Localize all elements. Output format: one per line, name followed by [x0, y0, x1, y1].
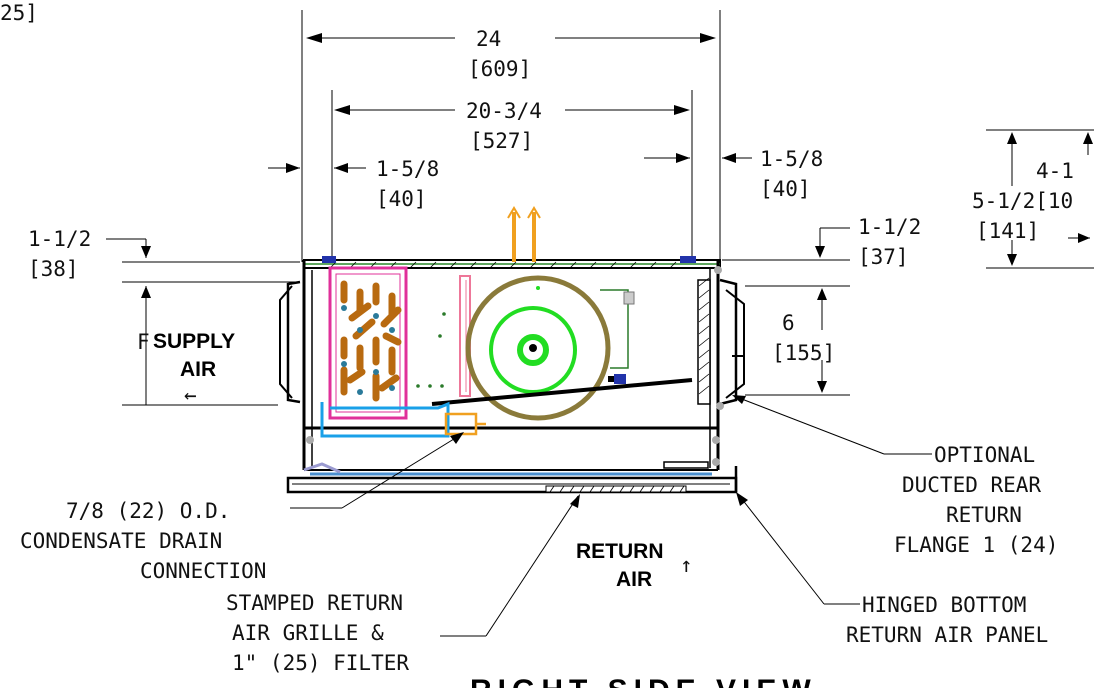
condensate-line-3: CONNECTION	[140, 559, 266, 583]
left-fastener	[322, 256, 336, 263]
blower-strut	[431, 378, 693, 406]
inner-width-mm-text: [527]	[470, 129, 533, 153]
overall-width-dimension: 24 [609]	[301, 10, 721, 262]
condensate-line-2: CONDENSATE DRAIN	[20, 529, 222, 553]
supply-flange	[279, 280, 301, 404]
return-air-arrow: ↑	[680, 553, 693, 577]
right-offset-dimension: 1-5/8 [40]	[644, 147, 823, 201]
supply-marker-text: F	[137, 330, 150, 354]
supply-opening-dimension: F SUPPLY AIR ←	[122, 298, 278, 407]
far-right-a-text: 4-1	[1036, 159, 1074, 183]
grille-line-1: STAMPED RETURN	[226, 591, 403, 615]
grille-callout: STAMPED RETURN AIR GRILLE & 1" (25) FILT…	[226, 494, 580, 675]
left-offset-mm-text: [40]	[376, 187, 427, 211]
grille-line-2: AIR GRILLE &	[232, 621, 384, 645]
return-air-text-2: AIR	[616, 568, 652, 591]
inner-width-dimension: 20-3/4 [527]	[331, 90, 693, 262]
hinged-panel-line-1: HINGED BOTTOM	[862, 593, 1026, 617]
control-tubes	[416, 275, 471, 397]
left-flange-mm-text: [38]	[28, 257, 79, 281]
left-offset-dimension: 1-5/8 [40]	[268, 157, 439, 211]
far-right-dimension: 4-1 5-1/2[10 [141]	[972, 129, 1094, 269]
overall-width-mm-text: [609]	[468, 57, 531, 81]
left-flange-dimension: 1-1/2 [38]	[28, 227, 300, 298]
rear-opening-text: 6	[782, 311, 795, 335]
control-board	[600, 289, 635, 384]
right-offset-text: 1-5/8	[760, 147, 823, 171]
right-offset-mm-text: [40]	[760, 177, 811, 201]
optional-flange-line-1: OPTIONAL	[934, 443, 1035, 467]
grille-line-3: 1" (25) FILTER	[232, 651, 409, 675]
left-offset-text: 1-5/8	[376, 157, 439, 181]
overall-width-text: 24	[476, 27, 501, 51]
unit-cabinet	[286, 256, 738, 494]
optional-flange-callout: OPTIONAL DUCTED REAR RETURN FLANGE 1 (24…	[732, 395, 1058, 557]
supply-air-label-2: AIR	[180, 358, 216, 381]
right-flange-mm-text: [37]	[858, 245, 909, 269]
rear-return-flange	[697, 266, 745, 466]
supply-air-arrow: ←	[184, 383, 197, 407]
condensate-callout: 7/8 (22) O.D. CONDENSATE DRAIN CONNECTIO…	[20, 432, 464, 583]
inner-width-text: 20-3/4	[466, 99, 542, 123]
return-air-text-1: RETURN	[576, 540, 664, 563]
optional-flange-line-3: RETURN	[946, 503, 1022, 527]
right-flange-text: 1-1/2	[858, 215, 921, 239]
rear-opening-dimension: 6 [155]	[745, 285, 850, 396]
optional-flange-line-2: DUCTED REAR	[902, 473, 1041, 497]
hinged-panel-callout: HINGED BOTTOM RETURN AIR PANEL	[736, 492, 1048, 647]
right-fastener	[680, 256, 696, 263]
optional-flange-line-4: FLANGE 1 (24)	[894, 533, 1058, 557]
far-right-b-text: 5-1/2[10	[972, 189, 1073, 213]
right-flange-dimension: 1-1/2 [37]	[722, 215, 921, 269]
blower-assembly	[465, 275, 611, 421]
condensate-line-1: 7/8 (22) O.D.	[66, 499, 230, 523]
refrigerant-pipes	[507, 206, 541, 262]
far-right-b-mm-text: [141]	[976, 219, 1039, 243]
view-title: RIGHT SIDE VIEW	[470, 674, 817, 688]
rear-opening-mm-text: [155]	[772, 341, 835, 365]
coil-assembly	[328, 266, 408, 420]
partial-dimension-text: 25]	[0, 1, 38, 25]
left-flange-text: 1-1/2	[28, 227, 91, 251]
drain-fitting	[444, 412, 478, 436]
return-air-label: RETURN AIR ↑	[576, 540, 693, 591]
supply-air-label: SUPPLY	[153, 330, 235, 353]
hinged-panel-line-2: RETURN AIR PANEL	[846, 623, 1048, 647]
filter-rail	[303, 436, 712, 493]
